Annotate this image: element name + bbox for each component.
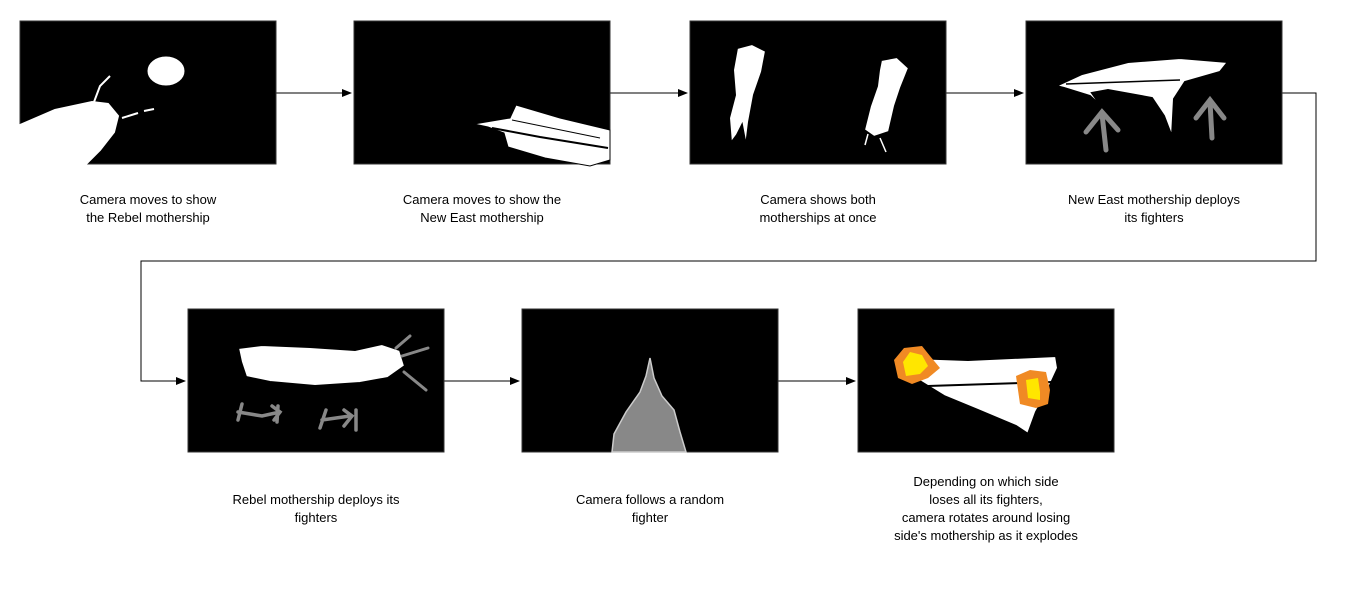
caption-line: motherships at once (759, 210, 877, 225)
caption-step-7: Depending on which side loses all its fi… (856, 473, 1116, 545)
frame-1 (19, 20, 277, 165)
caption-line: Rebel mothership deploys its (232, 492, 400, 507)
caption-step-2: Camera moves to show the New East mother… (352, 191, 612, 227)
caption-step-1: Camera moves to show the Rebel mothershi… (18, 191, 278, 227)
caption-line: fighter (631, 510, 669, 525)
explosion-left-inner (903, 352, 928, 376)
caption-line: side's mothership as it explodes (894, 528, 1078, 543)
fighter-sketch-right (318, 408, 358, 432)
caption-line: Camera shows both (760, 192, 876, 207)
frame-6 (521, 308, 779, 453)
caption-step-4: New East mothership deploys its fighters (1024, 191, 1284, 227)
caption-step-6: Camera follows a random fighter (520, 491, 780, 527)
fighter-sketch-left (236, 402, 283, 424)
fighter-closeup-sketch (611, 357, 688, 453)
caption-line: Camera follows a random (575, 492, 725, 507)
planet-sketch (144, 53, 188, 89)
caption-line: camera rotates around losing (901, 510, 1071, 525)
caption-line: Depending on which side (913, 474, 1059, 489)
frame-3 (689, 20, 947, 165)
new-east-mothership-sketch (473, 104, 611, 167)
caption-line: its fighters (1124, 210, 1184, 225)
caption-step-5: Rebel mothership deploys its fighters (186, 491, 446, 527)
rebel-mothership-side-sketch (236, 342, 407, 388)
caption-line: loses all its fighters, (929, 492, 1043, 507)
connector-4-5 (140, 92, 1317, 385)
connectors (140, 89, 1317, 385)
new-east-mothership-deploy-sketch (1053, 56, 1230, 138)
caption-step-3: Camera shows both motherships at once (688, 191, 948, 227)
fighter-arrow-right (1193, 95, 1227, 141)
caption-line: fighters (294, 510, 338, 525)
frame-4 (1025, 20, 1283, 165)
frame-7 (857, 308, 1115, 453)
caption-line: Camera moves to show (79, 192, 217, 207)
explosion-right-inner (1026, 378, 1040, 400)
frame-5 (187, 308, 445, 453)
caption-line: Camera moves to show the (402, 192, 562, 207)
caption-line: the Rebel mothership (86, 210, 210, 225)
caption-line: New East mothership deploys (1068, 192, 1240, 207)
fighter-arrow-left (1083, 108, 1121, 153)
rebel-mothership-sketch (19, 100, 120, 165)
caption-line: New East mothership (420, 210, 544, 225)
new-east-mothership-top-sketch (862, 55, 911, 139)
frame-2 (353, 20, 611, 167)
rebel-mothership-top-sketch (727, 42, 768, 147)
